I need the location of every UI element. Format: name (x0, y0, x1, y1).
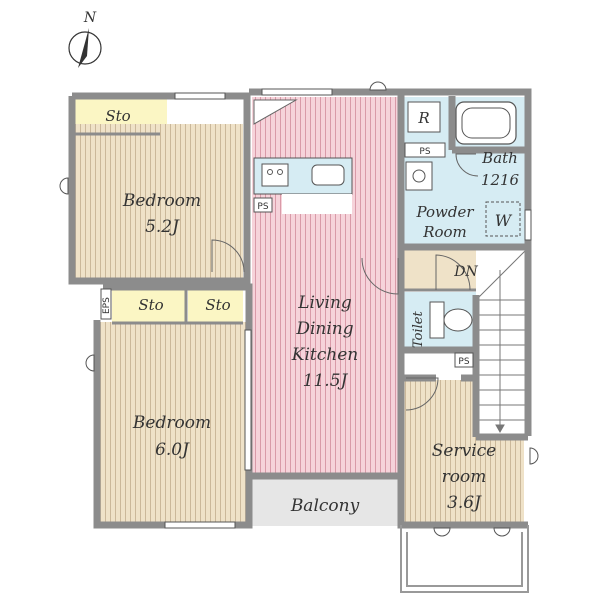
washer-label: W (495, 211, 513, 230)
compass-label: N (83, 10, 97, 26)
service-balcony (400, 525, 529, 593)
windows (164, 88, 532, 529)
bath-size: 1216 (481, 171, 520, 189)
toilet-label: Toilet (411, 311, 426, 348)
bedroom-2-name: Bedroom (132, 413, 211, 433)
toilet-tank-icon (429, 301, 445, 339)
sto-mid-1-label: Sto (138, 296, 163, 314)
ps-box-3 (454, 352, 474, 368)
bedroom-1-name: Bedroom (122, 191, 201, 211)
bath-name: Bath (481, 149, 518, 167)
service-line-1: Service (432, 441, 496, 461)
bedroom-1-size: 5.2J (145, 217, 180, 237)
fridge-label: R (417, 109, 429, 127)
staircase (475, 249, 528, 434)
stairs-label: DN (453, 264, 478, 280)
balcony-floor (252, 478, 398, 526)
ldk-line-3: Kitchen (291, 345, 358, 365)
washer-space (485, 201, 521, 237)
storage-mid-1 (112, 287, 186, 323)
bathtub-inner (461, 107, 511, 139)
wall-markers (59, 81, 539, 537)
bedroom-1-floor (75, 124, 243, 278)
ps-label-1: PS (257, 202, 268, 212)
sto-mid-2-label: Sto (205, 296, 230, 314)
eps-box (100, 288, 112, 320)
service-line-2: room (442, 467, 487, 487)
bathtub-icon (455, 101, 517, 145)
bedroom-2-size: 6.0J (155, 440, 190, 460)
sto-top-label: Sto (105, 107, 130, 125)
washbasin-icon (405, 161, 433, 191)
service-size: 3.6J (447, 493, 482, 513)
doors (211, 99, 479, 411)
storage-mid-2 (188, 287, 243, 323)
ldk-line-1: Living (297, 293, 352, 313)
ps-box-1 (253, 197, 273, 213)
north-arrow-icon: N (68, 10, 102, 68)
balcony-label: Balcony (290, 496, 360, 516)
washbasin-bowl (412, 169, 426, 183)
fridge-space (407, 101, 441, 133)
powder-line-2: Room (422, 223, 467, 241)
powder-line-1: Powder (415, 203, 474, 221)
ldk-line-2: Dining (295, 319, 353, 339)
kitchen-counter (253, 157, 353, 214)
thin-walls (75, 132, 476, 325)
ps-label-3: PS (458, 357, 469, 367)
ldk-size: 11.5J (303, 371, 349, 391)
toilet-bowl-icon (443, 308, 473, 332)
stairs-floor (476, 250, 526, 435)
bedroom-2-floor (100, 322, 248, 522)
eps-label: EPS (102, 297, 112, 314)
ps-box-2 (404, 142, 446, 158)
ps-label-2: PS (419, 147, 430, 157)
